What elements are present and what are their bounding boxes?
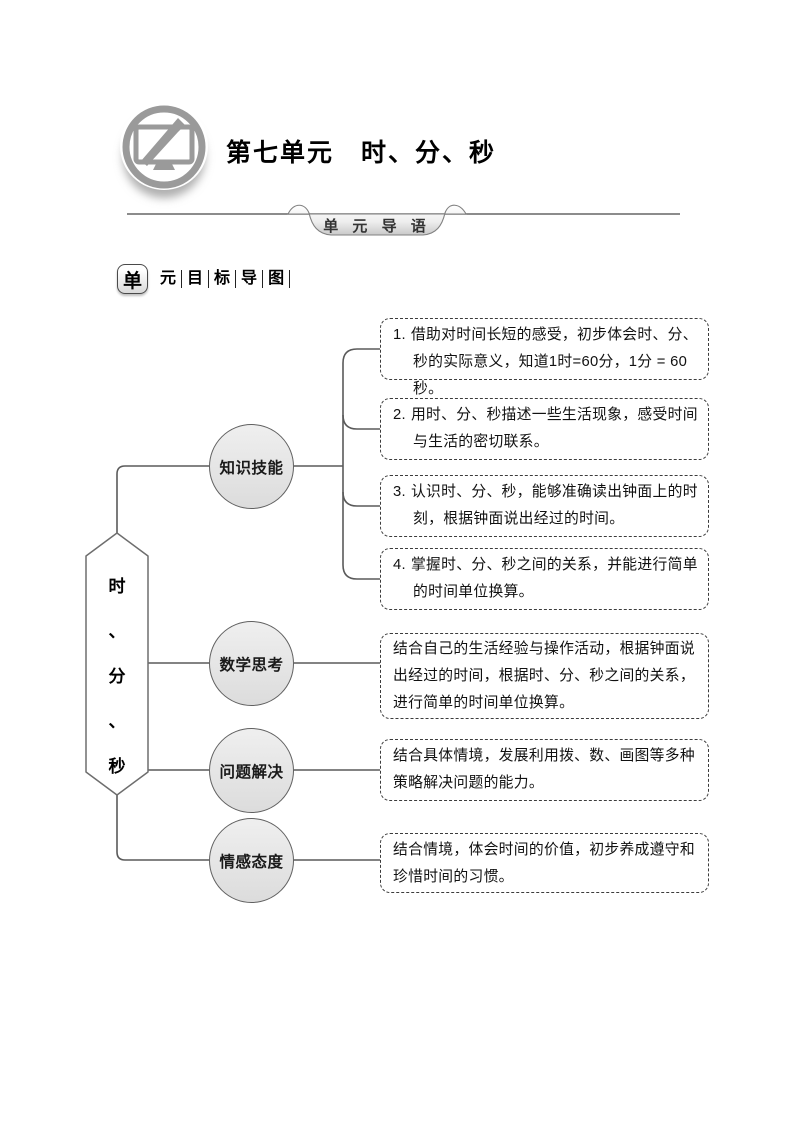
goal-box-2: 2.用时、分、秒描述一些生活现象，感受时间与生活的密切联系。 (380, 398, 709, 460)
goal-number: 3. (393, 484, 406, 500)
monitor-pen-icon (120, 102, 208, 190)
branch-circle-math-thinking: 数学思考 (209, 621, 294, 706)
goal-number: 1. (393, 327, 406, 343)
branch-circle-emotional-attitude: 情感态度 (209, 818, 294, 903)
root-char: 、 (108, 712, 126, 731)
unit-nav-box: 单 (117, 264, 148, 294)
goal-box-1: 1.借助对时间长短的感受，初步体会时、分、秒的实际意义，知道1时=60分，1分 … (380, 318, 709, 397)
goal-text: 认识时、分、秒，能够准确读出钟面上的时刻，根据钟面说出经过的时间。 (410, 484, 698, 527)
banner-label: 单 元 导 语 (323, 218, 431, 235)
goal-number: 2. (393, 407, 406, 423)
goal-number: 4. (393, 557, 406, 573)
goal-box-problem-solving: 结合具体情境，发展利用拨、数、画图等多种策略解决问题的能力。 (380, 739, 709, 801)
root-char: 秒 (108, 757, 126, 776)
goal-box-3: 3.认识时、分、秒，能够准确读出钟面上的时刻，根据钟面说出经过的时间。 (380, 475, 709, 537)
unit-nav-char: 标 (209, 270, 237, 288)
root-char: 分 (108, 667, 126, 686)
root-char: 时 (108, 577, 126, 596)
page-title: 第七单元 时、分、秒 (226, 139, 497, 167)
goal-text: 用时、分、秒描述一些生活现象，感受时间与生活的密切联系。 (410, 407, 698, 450)
banner-ribbon (287, 204, 467, 236)
goal-box-math-thinking: 结合自己的生活经验与操作活动，根据钟面说出经过的时间，根据时、分、秒之间的关系，… (380, 633, 709, 719)
branch-circle-knowledge-skills: 知识技能 (209, 424, 294, 509)
goal-text: 借助对时间长短的感受，初步体会时、分、秒的实际意义，知道1时=60分，1分 = … (410, 327, 698, 397)
goal-box-emotional-attitude: 结合情境，体会时间的价值，初步养成遵守和珍惜时间的习惯。 (380, 833, 709, 893)
branch-circle-problem-solving: 问题解决 (209, 728, 294, 813)
goal-text: 掌握时、分、秒之间的关系，并能进行简单的时间单位换算。 (410, 557, 698, 600)
root-char: 、 (108, 622, 126, 641)
unit-nav-char: 导 (236, 270, 264, 288)
unit-nav-char: 元 (155, 270, 183, 288)
unit-nav-char: 图 (263, 270, 291, 288)
goal-box-4: 4.掌握时、分、秒之间的关系，并能进行简单的时间单位换算。 (380, 548, 709, 610)
unit-nav-char: 目 (182, 270, 210, 288)
root-node-hexagon (85, 532, 149, 796)
root-node-label: 时 、 分 、 秒 (96, 572, 138, 777)
unit-nav-label: 单 元 目 标 导 图 (117, 264, 291, 294)
